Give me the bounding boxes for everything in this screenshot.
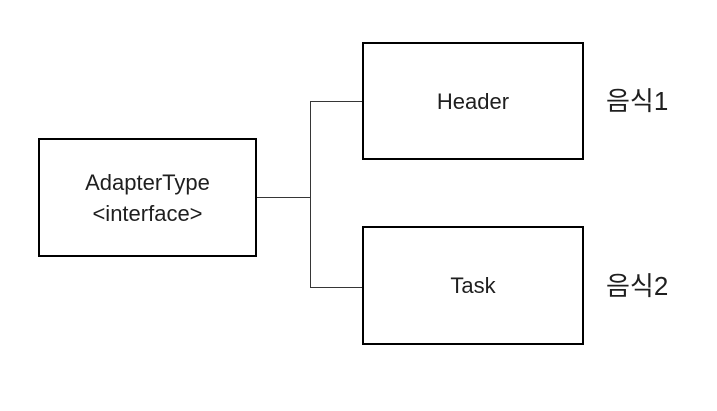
adapter-type-box: AdapterType <interface> (38, 138, 257, 257)
header-box: Header (362, 42, 584, 160)
adapter-type-box-stereotype: <interface> (92, 200, 203, 226)
header-annotation: 음식1 (606, 86, 669, 116)
task-box-label: Task (450, 273, 496, 298)
connector-spine-to-task (310, 287, 362, 288)
task-box: Task (362, 226, 584, 345)
adapter-type-box-title: AdapterType (85, 169, 210, 195)
header-box-label: Header (436, 88, 510, 114)
task-annotation: 음식2 (606, 271, 669, 301)
connector-adapter-to-spine (257, 197, 310, 198)
connector-spine-to-header (310, 101, 362, 102)
connector-spine (310, 101, 311, 288)
